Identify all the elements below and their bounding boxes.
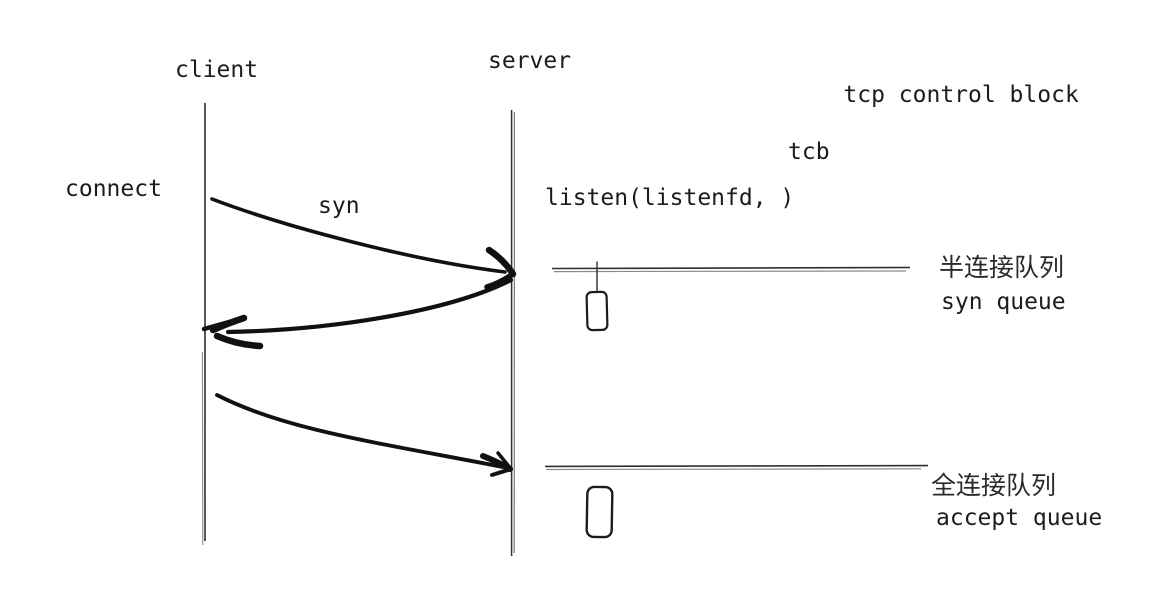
syn-arrowhead-upper-barb [485,246,517,278]
syn-queue-tcb-box [585,290,609,332]
synack-arrowhead-extra-stroke [201,317,239,332]
listen-call-label: listen(listenfd, ) [545,185,795,211]
tcb-annotation: tcp control block tcb [788,52,1079,225]
ack-arrowhead-upper-barb [480,453,513,472]
connect-call-label: connect [65,176,162,202]
syn-queue-label-zh: 半连接队列 [939,253,1065,282]
accept-queue-label-en: accept queue [936,505,1103,531]
tcb-annotation-line2: tcb [788,139,830,166]
syn-arrow-shaft [210,197,507,274]
ack-arrowhead-hook [496,451,513,471]
tcb-annotation-line1: tcp control block [843,81,1079,108]
accept-queue-label-zh: 全连接队列 [931,471,1057,500]
server-actor-label: server [488,48,572,74]
synack-arrow-shaft [225,277,514,335]
syn-queue-line-double-stroke [553,270,907,273]
ack-arrow-shaft [215,393,505,469]
syn-message-label: syn [318,193,360,219]
accept-queue-tcb-box [585,485,614,539]
accept-queue-line [544,464,929,468]
accept-queue-line-double-stroke [545,468,922,471]
syn-queue-label-en: syn queue [941,289,1066,315]
ack-arrowhead-lower-barb [490,467,513,477]
client-actor-label: client [175,57,259,83]
syn-queue-line [551,266,911,270]
syn-arrowhead-lower-barb [484,271,516,290]
synack-arrowhead-lower-barb [213,332,264,350]
